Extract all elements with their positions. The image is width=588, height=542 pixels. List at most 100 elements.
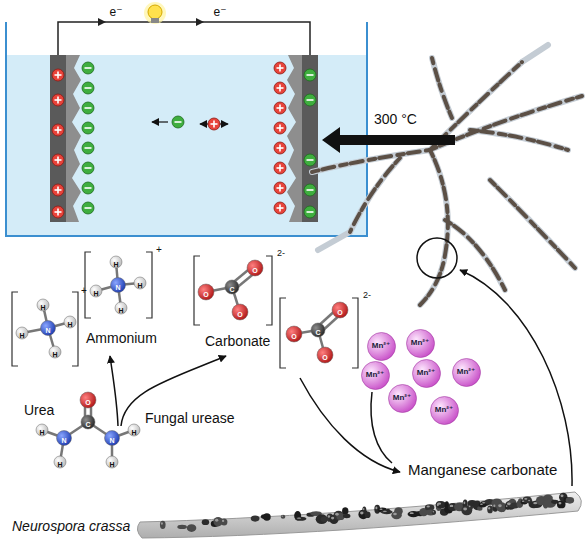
atom	[198, 284, 214, 300]
atom-label: H	[118, 300, 123, 316]
ion-symbol	[304, 154, 316, 166]
manganese-carbonate-particle	[328, 515, 330, 518]
atom-label: C	[315, 329, 320, 336]
ion-circle	[406, 329, 434, 357]
charge-label: 2-	[277, 243, 285, 259]
manganese-carbonate-particle	[469, 505, 471, 507]
atom-label: O	[252, 260, 257, 276]
atom-label: O	[337, 302, 342, 318]
manganese-carbonate-particle	[331, 517, 334, 520]
wire	[58, 18, 310, 55]
manganese-carbonate-particle	[488, 507, 490, 509]
atom-label: C	[85, 414, 90, 430]
ion-symbol	[82, 162, 94, 174]
manganese-carbonate-particle	[523, 497, 532, 503]
manganese-carbonate-particle	[487, 505, 493, 513]
ion-symbol	[274, 202, 286, 214]
ion-symbol	[52, 206, 64, 218]
ion-label: Mn²⁺	[366, 371, 384, 379]
ion-bracket	[12, 252, 358, 368]
ion-symbol	[304, 94, 316, 106]
manganese-carbonate-particle	[557, 501, 566, 509]
electrode	[287, 55, 302, 222]
manganese-carbonate-particle	[480, 504, 483, 505]
ion-symbol	[172, 116, 220, 130]
manganese-carbonate-particle	[533, 502, 537, 504]
temperature-label: 300 °C	[374, 111, 417, 127]
ion-symbol	[52, 94, 64, 106]
hyphae-network	[312, 58, 582, 305]
ion-symbol	[82, 182, 94, 194]
manganese-carbonate-particle	[365, 511, 371, 518]
ion-symbol	[279, 145, 281, 152]
atom	[105, 431, 120, 446]
atom-label: N	[61, 430, 66, 446]
manganese-carbonate-particle	[297, 518, 301, 519]
ion-label: Mn²⁺	[372, 342, 390, 350]
ion-symbol	[279, 65, 281, 72]
ion-symbol	[52, 154, 64, 166]
manganese-ion: Mn²⁺	[367, 332, 396, 361]
ion-symbol	[57, 157, 59, 164]
ion-symbol	[279, 125, 281, 132]
beaker	[6, 22, 367, 236]
ion-symbol	[85, 207, 92, 209]
ion-symbol	[85, 127, 92, 129]
atom	[54, 456, 66, 468]
atom-label: H	[57, 454, 62, 470]
atom-label: H	[52, 344, 57, 360]
manganese-ion: Mn²⁺	[361, 361, 390, 390]
species-label: Carbonate	[205, 333, 270, 349]
atom	[225, 280, 239, 294]
ion-symbol	[57, 187, 59, 194]
ion-symbol	[304, 206, 316, 218]
manganese-carbonate-particle	[500, 503, 505, 512]
species-label: Urea	[24, 402, 54, 418]
ion-symbol	[82, 142, 94, 154]
light-bulb	[144, 2, 166, 24]
ion-symbol	[279, 205, 281, 212]
ion-symbol	[82, 82, 94, 94]
ion-symbol	[52, 206, 64, 218]
manganese-carbonate-particle	[566, 497, 574, 504]
ion-symbol	[274, 142, 286, 154]
manganese-carbonate-particle	[161, 522, 163, 525]
species-label: Ammonium	[86, 330, 157, 346]
manganese-carbonate-particle	[383, 511, 387, 512]
atom-label: H	[52, 351, 57, 358]
manganese-carbonate-particle	[335, 513, 339, 516]
atom-label: O	[291, 333, 296, 340]
ion-symbol	[52, 154, 64, 166]
charge-label: 2-	[363, 290, 371, 300]
ion-bracket	[85, 252, 152, 318]
atom-label: N	[115, 284, 120, 291]
hyphae-network	[312, 150, 430, 172]
manganese-ion: Mn²⁺	[452, 358, 481, 387]
manganese-carbonate-particle	[202, 519, 209, 525]
manganese-carbonate-particle	[221, 518, 228, 525]
ion-symbol	[274, 122, 286, 134]
wire	[196, 18, 204, 26]
atom	[311, 323, 325, 337]
manganese-carbonate-particle	[437, 502, 441, 504]
manganese-carbonate-particle	[160, 493, 574, 532]
electron-label: e⁻	[109, 5, 122, 19]
heat-arrow	[322, 127, 455, 153]
ion-symbol	[208, 118, 220, 130]
ion-symbol	[82, 102, 94, 114]
ion-symbol	[304, 184, 316, 196]
atom	[36, 424, 48, 436]
ion-arrow	[152, 121, 168, 122]
ion-label: Mn²⁺	[457, 368, 475, 376]
ion-symbol	[175, 121, 182, 123]
electron-label: e⁻	[213, 3, 226, 19]
manganese-carbonate-particle	[558, 502, 561, 504]
ion-symbol	[57, 72, 59, 79]
ion-bracket	[194, 256, 272, 325]
manganese-ion: Mn²⁺	[430, 396, 459, 425]
ion-symbol	[274, 62, 286, 74]
manganese-carbonate-particle	[464, 501, 466, 504]
hyphae-network	[312, 45, 582, 305]
ion-symbol	[274, 142, 286, 154]
